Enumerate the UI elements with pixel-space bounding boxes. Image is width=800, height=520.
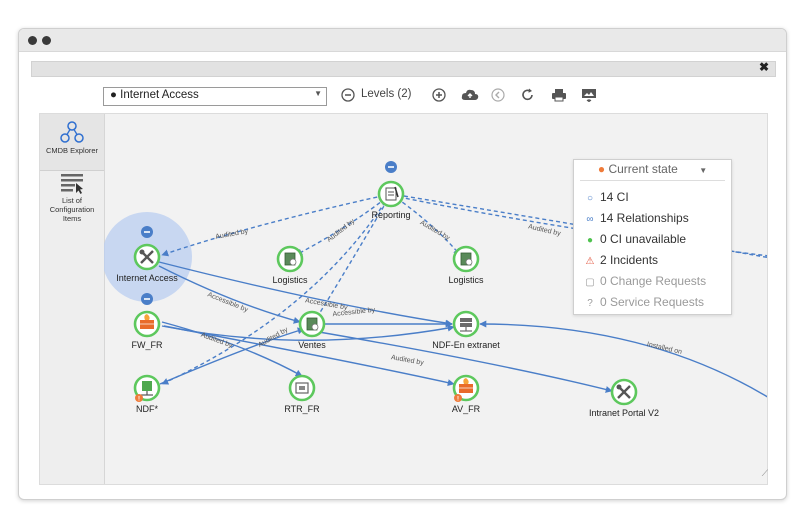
network-icon	[60, 121, 84, 143]
minus-circle-icon[interactable]	[341, 88, 355, 102]
sidebar-item-label-line2: Configuration	[49, 205, 95, 214]
collapse-button[interactable]	[141, 226, 153, 238]
resize-handle-icon[interactable]: ⟋	[761, 468, 768, 478]
incident-badge-mark: !	[457, 397, 459, 403]
window-titlebar	[19, 29, 786, 52]
ci-node-label: AV_FR	[452, 404, 481, 414]
relationship-edge[interactable]	[161, 193, 392, 257]
relationship-edge[interactable]	[163, 325, 455, 387]
ci-node-ndf-en-extranet[interactable]: NDF-En extranet	[432, 310, 500, 350]
relationship-edge[interactable]	[403, 195, 786, 262]
close-icon[interactable]: ✖	[758, 60, 769, 74]
collapse-button[interactable]	[385, 161, 397, 173]
link-icon: ∞	[586, 214, 594, 225]
list-pointer-icon	[61, 174, 83, 194]
ci-node-av-fr[interactable]: !AV_FR	[452, 374, 481, 414]
ci-node-label: Logistics	[448, 275, 484, 285]
left-sidebar: CMDB Explorer List of Configuration Item…	[40, 114, 105, 484]
relationship-edge[interactable]	[158, 265, 301, 324]
edge-label: Audited by	[326, 218, 357, 244]
state-dot-icon: ●	[597, 162, 606, 176]
graph-canvas[interactable]: Audited by Audited by Audited by Audited by…	[102, 114, 786, 484]
window-minimize-dot[interactable]	[42, 36, 51, 45]
browser-window: ✖ ● Internet Access ▼ Levels (2)	[18, 28, 787, 500]
chevron-down-icon: ▼	[314, 89, 322, 98]
ci-node-ndf[interactable]: !NDF*	[133, 374, 161, 414]
ci-node-fw-fr[interactable]: FW_FR	[132, 310, 163, 350]
edge-label: Audited by	[527, 223, 561, 237]
sidebar-item-cmdb-explorer[interactable]: CMDB Explorer	[40, 114, 104, 171]
window-close-dot[interactable]	[28, 36, 37, 45]
legend-panel: ● Current state ▼ ○14 CI ∞14 Relationshi…	[573, 159, 732, 315]
relationship-edge[interactable]	[161, 321, 303, 377]
incident-badge-icon	[454, 394, 462, 402]
incident-badge-icon	[135, 394, 143, 402]
ci-node-label: Internet Access	[116, 273, 178, 283]
ci-node-logistics-1[interactable]: Logistics	[272, 245, 308, 285]
collapse-button[interactable]	[141, 293, 153, 305]
legend-item: ⚠2 Incidents	[585, 253, 659, 267]
dot-icon: ●	[586, 235, 594, 246]
ci-select-value: ● Internet Access	[110, 89, 199, 101]
ci-node-label: Ventes	[298, 340, 326, 350]
ci-node-label: Logistics	[272, 275, 308, 285]
circle-outline-icon: ○	[586, 193, 594, 204]
ci-node-ventes[interactable]: Ventes	[298, 310, 326, 350]
relationship-edge[interactable]	[479, 320, 786, 414]
modal-header-bar: ✖	[31, 60, 776, 77]
ci-node-logistics-2[interactable]: Logistics	[448, 245, 484, 285]
ci-select[interactable]: ● Internet Access ▼	[103, 87, 327, 106]
edge-label: Installed on	[646, 341, 683, 356]
ci-node-intranet-portal-v2[interactable]: Intranet Portal V2	[589, 378, 659, 418]
ci-node-label: NDF-En extranet	[432, 340, 500, 350]
question-icon: ?	[587, 298, 593, 309]
refresh-icon[interactable]	[521, 88, 535, 102]
chat-icon: ▢	[585, 277, 595, 288]
ci-node-label: NDF*	[136, 404, 158, 414]
plus-circle-icon[interactable]	[432, 88, 446, 102]
edge-label: Audited by	[419, 219, 452, 242]
legend-item: ●0 CI unavailable	[584, 232, 686, 246]
ci-node-label: Reporting	[371, 210, 410, 220]
sidebar-item-list-of-cis[interactable]: List of Configuration Items	[40, 172, 104, 238]
levels-label: Levels (2)	[361, 88, 412, 100]
print-icon[interactable]	[551, 88, 567, 102]
edge-label: Accessible by	[332, 307, 376, 318]
ci-node-rtr-fr[interactable]: RTR_FR	[284, 374, 320, 414]
relationship-edge[interactable]	[161, 195, 390, 385]
graph-svg[interactable]: Audited by Audited by Audited by Audited by…	[102, 114, 786, 484]
incident-badge-mark: !	[138, 397, 140, 403]
legend-item: ∞14 Relationships	[584, 211, 688, 225]
warning-icon: ⚠	[585, 256, 595, 267]
ci-node-reporting[interactable]: Reporting	[371, 180, 411, 220]
toolbar: ● Internet Access ▼ Levels (2)	[39, 85, 767, 111]
cloud-upload-icon[interactable]	[461, 88, 479, 102]
relationship-edge[interactable]	[158, 261, 453, 327]
edge-label: Audited by	[257, 326, 290, 349]
legend-item: ▢0 Change Requests	[585, 274, 707, 288]
legend-item: ○14 CI	[584, 190, 629, 204]
chevron-down-icon: ▼	[699, 166, 708, 175]
ci-node-internet-access[interactable]: Internet Access	[116, 243, 178, 283]
ci-node-label: Intranet Portal V2	[589, 408, 659, 418]
relationship-edge[interactable]	[159, 327, 305, 385]
legend-item: ?0 Service Requests	[584, 295, 704, 309]
image-export-icon[interactable]	[581, 88, 597, 102]
sidebar-item-label-line1: List of	[61, 196, 82, 205]
relationship-edge[interactable]	[318, 331, 613, 393]
back-circle-icon[interactable]	[491, 88, 505, 102]
ci-node-label: FW_FR	[132, 340, 163, 350]
legend-header[interactable]: ● Current state ▼	[580, 162, 725, 181]
sidebar-item-label: CMDB Explorer	[45, 146, 99, 155]
legend-title: Current state	[608, 162, 678, 176]
sidebar-item-label-line3: Items	[62, 214, 82, 223]
ci-node-label: RTR_FR	[284, 404, 320, 414]
edge-label: Audited by	[215, 228, 249, 241]
edge-label: Audited by	[390, 354, 424, 367]
